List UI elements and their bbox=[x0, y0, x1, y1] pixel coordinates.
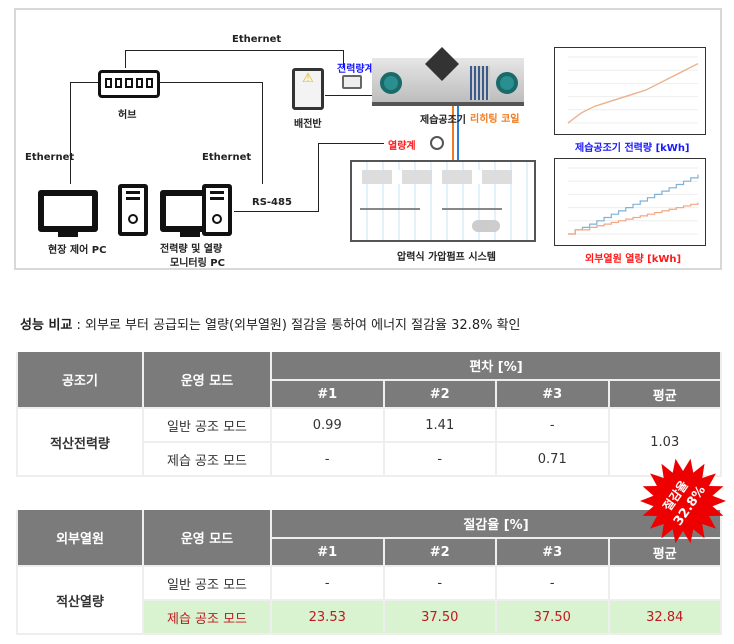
external-heat-chart-caption: 외부열원 열량 [kWh] bbox=[585, 254, 682, 265]
value-cell: 0.99 bbox=[270, 407, 385, 443]
value-cell: 37.50 bbox=[382, 599, 497, 635]
value-cell: 0.71 bbox=[495, 441, 610, 477]
pump-system-label: 압력식 가압펌프 시스템 bbox=[397, 252, 496, 263]
row-header: 적산열량 bbox=[16, 565, 144, 635]
reheat-pipe-orange bbox=[452, 105, 454, 163]
ethernet-line-top-drop bbox=[343, 50, 344, 68]
value-cell: - bbox=[495, 565, 610, 601]
monitoring-pc-tower-icon bbox=[202, 184, 232, 236]
header-2: #2 bbox=[382, 380, 497, 409]
value-cell: - bbox=[382, 441, 497, 477]
series-general bbox=[568, 174, 699, 235]
table-row: 제습 공조 모드--0.71 bbox=[17, 441, 721, 477]
ethernet-line-top bbox=[125, 50, 344, 51]
ethernet-line-top-arrow bbox=[125, 50, 126, 68]
value-cell: - bbox=[495, 407, 610, 443]
performance-label: 성능 비교 bbox=[20, 318, 73, 333]
value-cell: - bbox=[270, 441, 385, 477]
ethernet-line-left-v bbox=[70, 82, 71, 184]
header-1: #1 bbox=[270, 380, 385, 409]
header-2: #2 bbox=[382, 538, 497, 567]
heat-meter-label: 열량계 bbox=[388, 141, 416, 152]
hub-icon bbox=[98, 70, 160, 98]
mode-cell: 일반 공조 모드 bbox=[142, 565, 272, 601]
series-dehumid bbox=[567, 63, 699, 124]
header-deviation: 편차 [%] bbox=[270, 352, 722, 381]
ahu-power-chart-caption: 제습공조기 전력량 [kWh] bbox=[575, 143, 690, 154]
avg-cell: 1.03 bbox=[607, 407, 722, 477]
header-avg: 평균 bbox=[607, 538, 722, 567]
header-1: #1 bbox=[270, 538, 385, 567]
mode-cell: 제습 공조 모드 bbox=[142, 441, 272, 477]
rs485-label: RS-485 bbox=[252, 197, 292, 208]
power-meter-icon bbox=[342, 75, 362, 89]
panel-label: 배전반 bbox=[294, 119, 322, 130]
header-mode: 운영 모드 bbox=[142, 352, 272, 409]
hub-label: 허브 bbox=[118, 110, 137, 121]
header-mode: 운영 모드 bbox=[142, 510, 272, 567]
header-ahu: 공조기 bbox=[16, 352, 144, 409]
ahu-icon bbox=[372, 47, 524, 106]
power-meter-label: 전력량계 bbox=[337, 64, 374, 75]
ahu-label: 제습공조기 bbox=[420, 115, 466, 126]
ethernet-right-label: Ethernet bbox=[202, 152, 252, 163]
rs485-line-h bbox=[234, 211, 319, 212]
monitor-stand bbox=[180, 232, 200, 237]
power-line bbox=[325, 95, 372, 96]
header-heat-source: 외부열원 bbox=[16, 510, 144, 567]
value-cell: 23.53 bbox=[270, 599, 385, 635]
reheat-pipe-blue bbox=[457, 105, 459, 163]
distribution-panel-icon: ⚠ bbox=[292, 68, 324, 110]
ethernet-top-label: Ethernet bbox=[232, 34, 282, 45]
ethernet-left-label: Ethernet bbox=[25, 152, 75, 163]
starburst-shape bbox=[640, 458, 726, 544]
performance-text: : 외부로 부터 공급되는 열량(외부열원) 절감을 통하여 에너지 절감율 3… bbox=[72, 318, 521, 333]
series-dehumid bbox=[568, 202, 699, 235]
value-cell: 1.41 bbox=[382, 407, 497, 443]
field-pc-label: 현장 제어 PC bbox=[48, 245, 107, 256]
rs485-line-top bbox=[318, 143, 384, 144]
reheat-coil-label: 리히팅 코일 bbox=[470, 114, 520, 125]
value-cell: 32.84 bbox=[607, 599, 722, 635]
value-cell: 37.50 bbox=[495, 599, 610, 635]
ahu-power-chart bbox=[554, 47, 706, 135]
header-3: #3 bbox=[495, 380, 610, 409]
field-pc-monitor-icon bbox=[38, 190, 98, 232]
value-cell bbox=[607, 565, 722, 601]
external-heat-chart bbox=[554, 158, 706, 246]
field-pc-tower-icon bbox=[118, 184, 148, 236]
ethernet-line-right-h bbox=[160, 82, 262, 83]
value-cell: - bbox=[270, 565, 385, 601]
header-avg: 평균 bbox=[607, 380, 722, 409]
pump-system-diagram bbox=[350, 160, 536, 242]
row-header: 적산전력량 bbox=[16, 407, 144, 477]
monitoring-pc-label-2: 모니터링 PC bbox=[170, 258, 225, 269]
header-3: #3 bbox=[495, 538, 610, 567]
value-cell: - bbox=[382, 565, 497, 601]
mode-cell: 일반 공조 모드 bbox=[142, 407, 272, 443]
rs485-line-v bbox=[318, 143, 319, 212]
heat-meter-icon bbox=[430, 136, 444, 150]
monitoring-pc-label-1: 전력량 및 열량 bbox=[160, 244, 223, 255]
mode-cell: 제습 공조 모드 bbox=[142, 599, 272, 635]
monitor-stand bbox=[58, 232, 78, 237]
savings-badge: 절감율 32.8% bbox=[640, 458, 726, 544]
ethernet-line-right-v bbox=[262, 82, 263, 184]
ethernet-line-left-h bbox=[70, 82, 100, 83]
performance-summary: 성능 비교 : 외부로 부터 공급되는 열량(외부열원) 절감을 통하여 에너지… bbox=[20, 314, 521, 333]
